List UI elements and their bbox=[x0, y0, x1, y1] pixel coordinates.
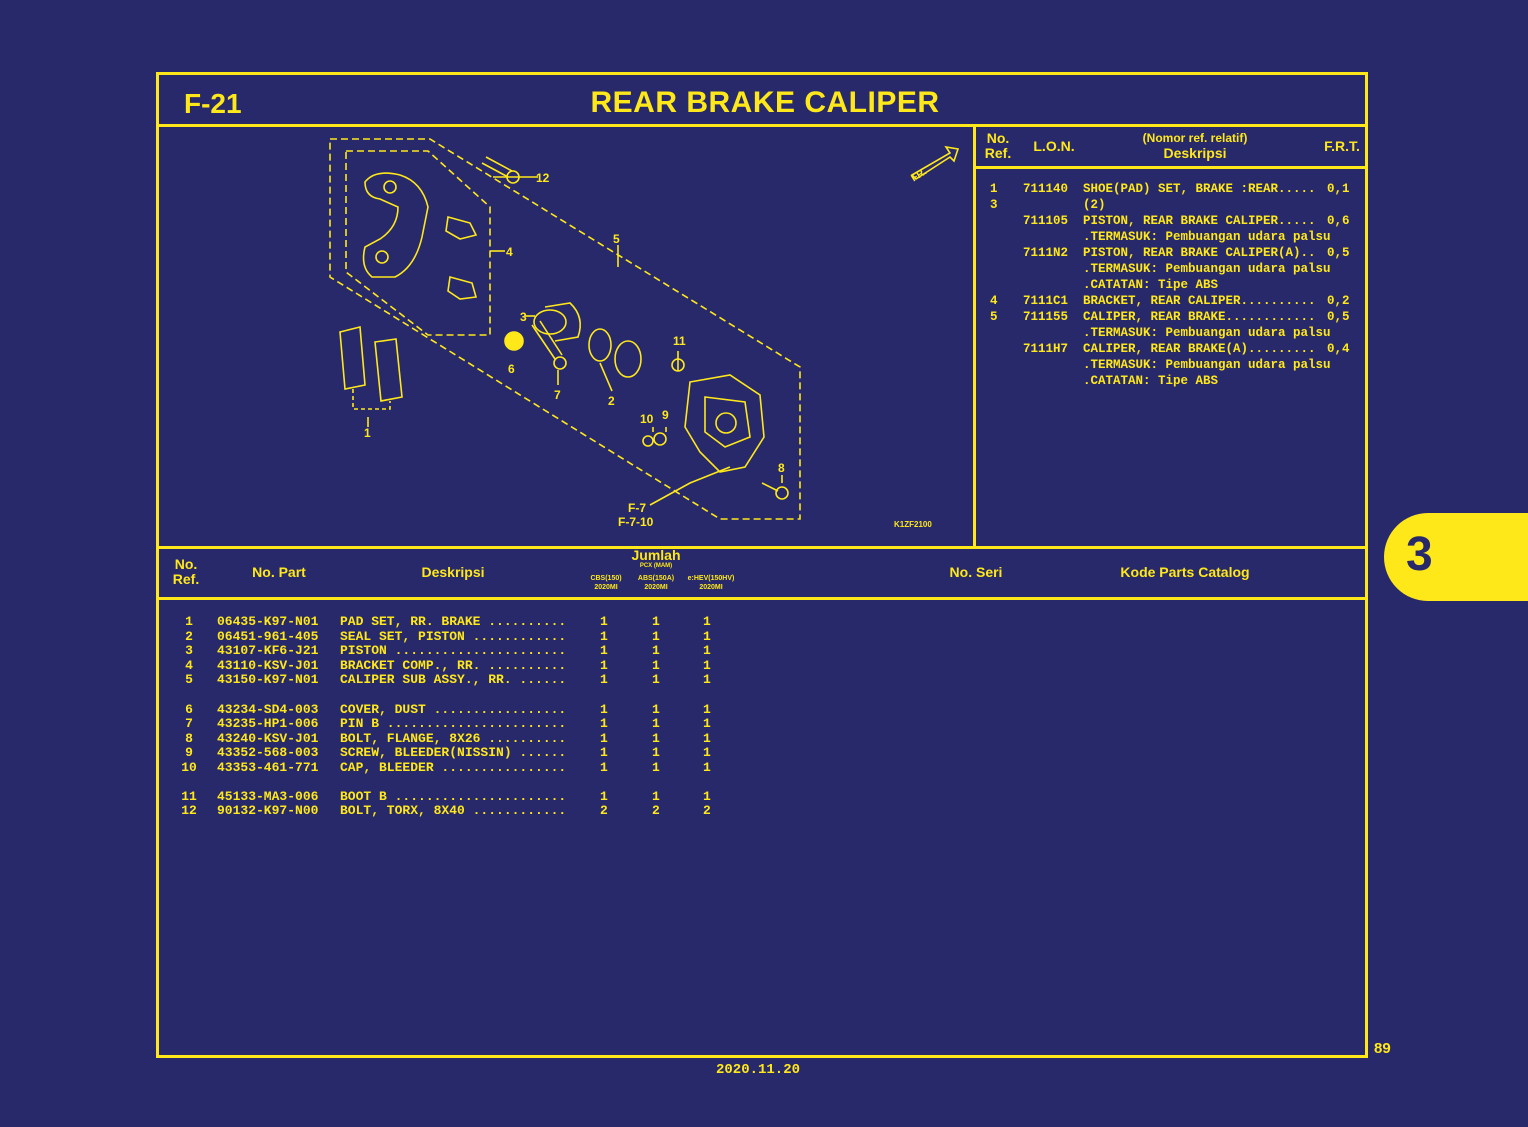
ref-label-f7: F-7 bbox=[628, 501, 646, 515]
callout-1: 1 bbox=[364, 426, 371, 440]
parts-header-part-no: No. Part bbox=[252, 564, 306, 580]
exploded-diagram: 12 4 5 3 6 7 2 11 10 9 8 1 F-7 F-7-10 FR… bbox=[329, 138, 960, 529]
callout-7: 7 bbox=[554, 388, 561, 402]
lon-header-no-ref: No. Ref. bbox=[984, 130, 1012, 161]
page-code: F-21 bbox=[184, 88, 242, 119]
diagram-lon-divider bbox=[973, 124, 976, 548]
diagram-bottom-divider bbox=[159, 546, 1365, 549]
parts-header-desc: Deskripsi bbox=[421, 564, 485, 580]
parts-header-divider bbox=[159, 597, 1365, 600]
lon-header-desc: (Nomor ref. relatif) Deskripsi bbox=[1142, 131, 1248, 161]
parts-header-catalog: Kode Parts Catalog bbox=[1120, 564, 1250, 580]
callout-9: 9 bbox=[662, 408, 669, 422]
section-tab-label: 3 bbox=[1406, 528, 1433, 581]
page-frame bbox=[156, 72, 1368, 1058]
parts-header-col-a: CBS(150) 2020MI bbox=[590, 575, 622, 591]
callout-8: 8 bbox=[778, 461, 785, 475]
callout-3: 3 bbox=[520, 310, 527, 324]
parts-header-no-ref: No. Ref. bbox=[172, 556, 200, 587]
parts-header-col-b: ABS(150A) 2020MI bbox=[637, 575, 675, 591]
parts-header-qty: Jumlah bbox=[631, 547, 681, 563]
diagram-code: K1ZF2100 bbox=[894, 520, 932, 529]
parts-header-serial: No. Seri bbox=[949, 564, 1003, 580]
ref-label-f7-10: F-7-10 bbox=[618, 515, 654, 529]
title-divider bbox=[159, 124, 1365, 127]
lon-header-lon: L.O.N. bbox=[1033, 138, 1075, 154]
print-date: 2020.11.20 bbox=[716, 1062, 801, 1078]
section-tab[interactable]: 3 bbox=[1384, 513, 1528, 601]
lon-header-divider bbox=[976, 166, 1365, 169]
parts-header-qty-sub: PCX (MAM) bbox=[639, 563, 673, 569]
callout-5: 5 bbox=[613, 232, 620, 246]
callout-12: 12 bbox=[536, 171, 550, 185]
callout-6: 6 bbox=[508, 362, 515, 376]
page-title: REAR BRAKE CALIPER bbox=[590, 86, 940, 119]
direction-label: FR. bbox=[909, 166, 929, 184]
callout-4: 4 bbox=[506, 245, 513, 259]
parts-header-col-c: e:HEV(150HV) 2020MI bbox=[687, 575, 735, 591]
callout-11: 11 bbox=[673, 334, 686, 348]
page-number: 89 bbox=[1374, 1040, 1391, 1057]
lon-header-frt: F.R.T. bbox=[1324, 138, 1360, 154]
callout-10: 10 bbox=[640, 412, 654, 426]
callout-2: 2 bbox=[608, 394, 615, 408]
